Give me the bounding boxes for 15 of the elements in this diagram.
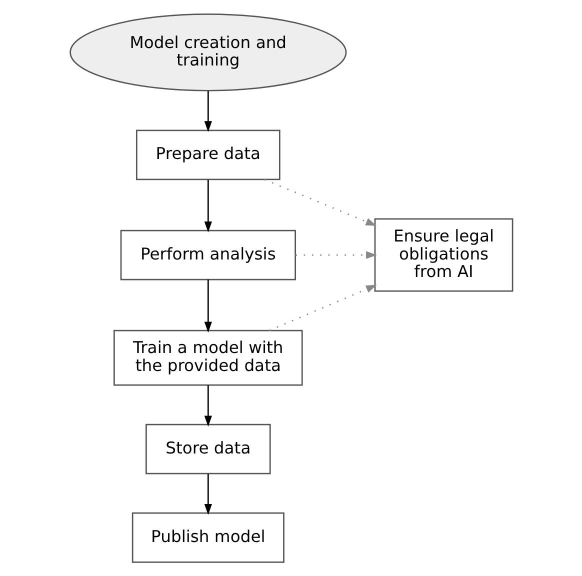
arrow (204, 474, 212, 515)
arrow (295, 251, 376, 259)
arrow (204, 180, 212, 232)
arrow (204, 385, 212, 427)
node-box: Store data (145, 424, 270, 474)
arrow (204, 90, 212, 132)
node-box: Publish model (131, 512, 284, 563)
arrow (204, 280, 212, 333)
node-box: Ensure legal obligations from AI (374, 218, 513, 292)
arrow (264, 178, 376, 226)
node-box: Perform analysis (120, 230, 296, 280)
node-ellipse: Model creation and training (69, 13, 346, 92)
node-box: Prepare data (135, 130, 280, 180)
node-box: Train a model with the provided data (113, 330, 302, 386)
arrow (268, 284, 376, 332)
